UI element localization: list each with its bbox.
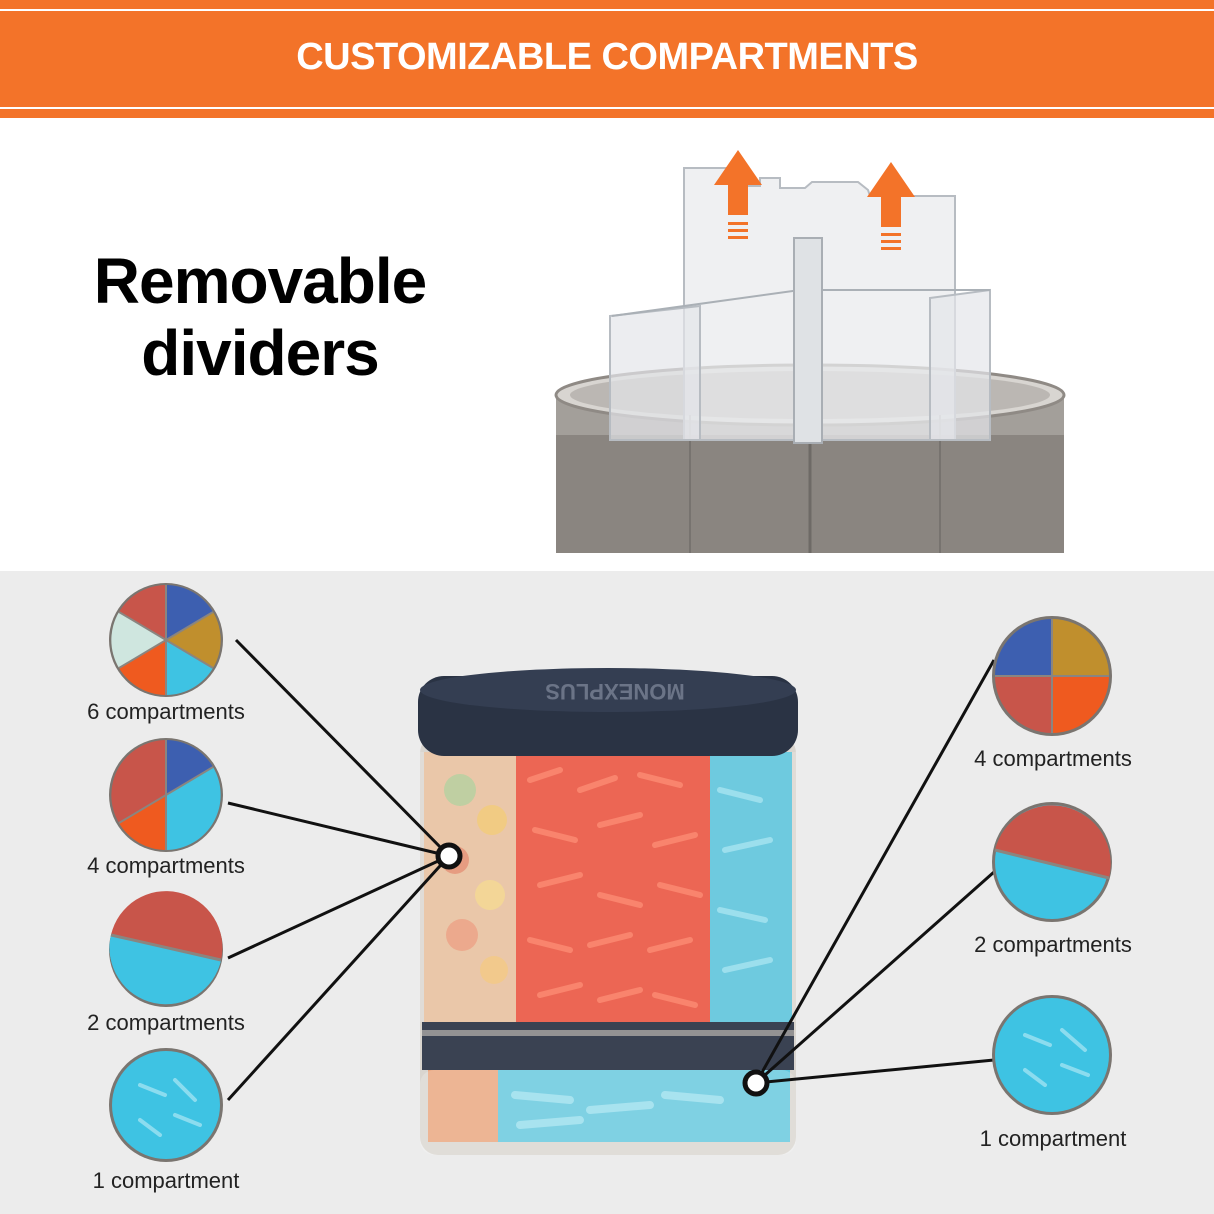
banner-rule-bottom	[0, 107, 1214, 109]
lid-logo-text: MONEXPLUS	[545, 679, 684, 704]
disc-6-compartments	[109, 583, 223, 697]
top-banner: CUSTOMIZABLE COMPARTMENTS	[0, 0, 1214, 118]
pill-organizer-jar: MONEXPLUS	[418, 668, 798, 1155]
headline-line-1: Removable	[93, 245, 427, 317]
label-left-1-compartment: 1 compartment	[92, 1168, 240, 1193]
anchor-point-lower	[742, 1069, 770, 1097]
divider-top-edge	[611, 289, 990, 317]
arrow-up-icon	[867, 162, 915, 250]
banner-rule-top	[0, 9, 1214, 11]
anchor-point-upper	[435, 842, 463, 870]
divider-panel-left	[609, 304, 701, 441]
label-right-4-compartments: 4 compartments	[974, 746, 1132, 771]
headline-line-2: dividers	[141, 317, 379, 389]
banner-title: CUSTOMIZABLE COMPARTMENTS	[296, 36, 918, 78]
divider-center-post	[793, 237, 823, 444]
disc-1-compartment	[992, 995, 1112, 1115]
disc-4-compartments	[109, 738, 223, 852]
arrow-up-icon	[714, 150, 762, 239]
label-right-2-compartments: 2 compartments	[974, 932, 1132, 957]
disc-2-compartments	[992, 802, 1112, 922]
disc-1-compartment	[109, 1048, 223, 1162]
divider-illustration	[554, 150, 1066, 553]
label-left-2-compartments: 2 compartments	[87, 1010, 245, 1035]
disc-2-compartments	[109, 891, 223, 1007]
label-left-4-compartments: 4 compartments	[87, 853, 245, 878]
disc-4-compartments	[992, 616, 1112, 736]
label-left-6-compartments: 6 compartments	[87, 699, 245, 724]
divider-panel-right	[929, 288, 991, 441]
headline: Removable dividers	[60, 245, 460, 389]
connector-lines	[226, 638, 996, 1102]
label-right-1-compartment: 1 compartment	[979, 1126, 1127, 1151]
jar-middle-band	[422, 1022, 794, 1070]
